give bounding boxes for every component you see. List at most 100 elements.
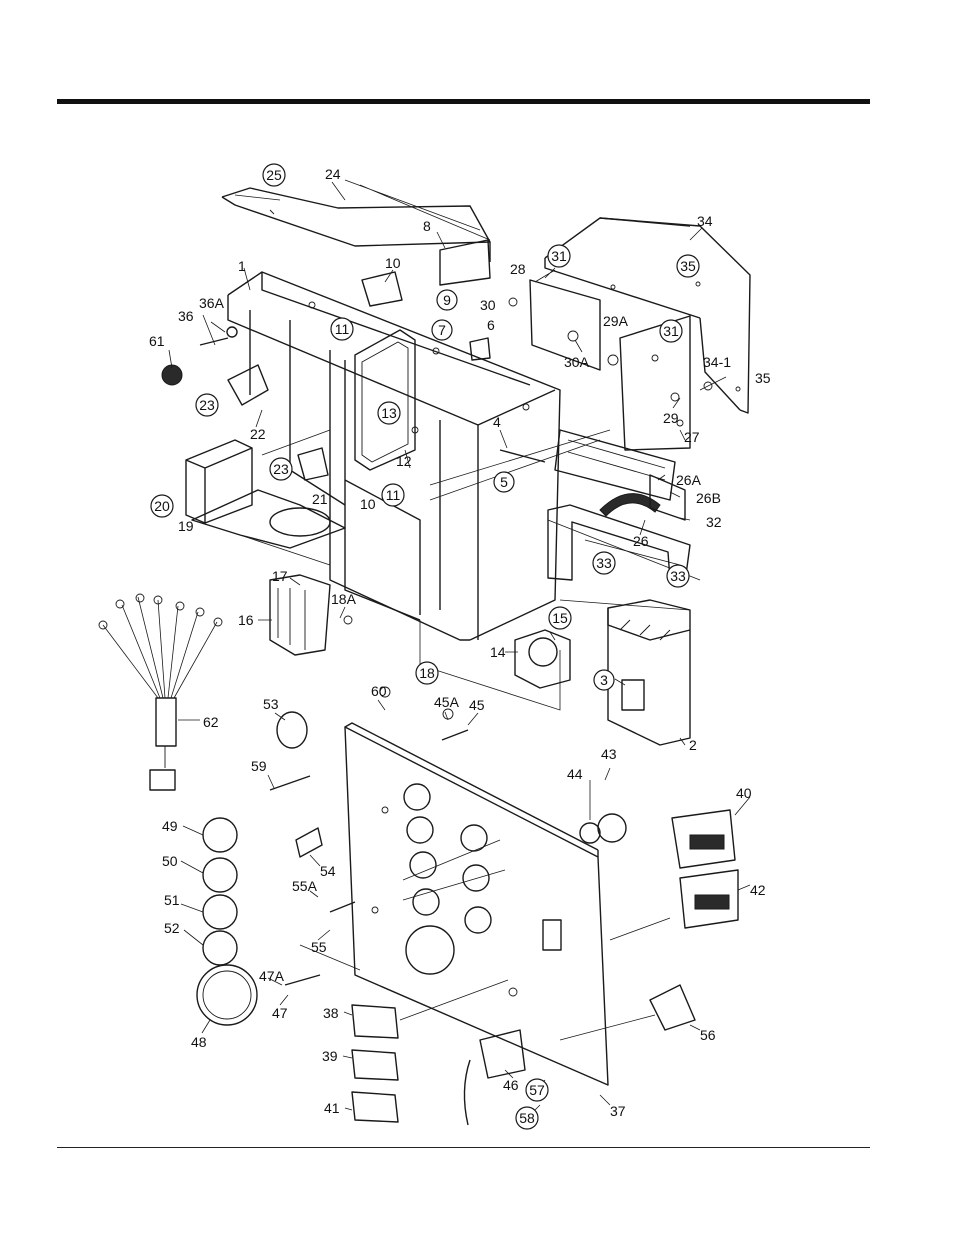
callout-label: 8 (423, 218, 431, 234)
callout-4: 4 (493, 414, 501, 430)
callout-label: 47A (259, 968, 285, 984)
callout-label: 6 (487, 317, 495, 333)
callout-45a: 45A (434, 694, 460, 710)
callout-label: 45A (434, 694, 460, 710)
callout-label: 32 (706, 514, 722, 530)
callout-31a: 31 (548, 245, 570, 267)
callout-label: 26 (633, 533, 649, 549)
callout-label: 45 (469, 697, 485, 713)
callout-label: 39 (322, 1048, 338, 1064)
callout-13: 13 (378, 402, 400, 424)
callout-label: 5 (500, 474, 508, 490)
callout-35a: 35 (677, 255, 699, 277)
callout-label: 33 (596, 555, 612, 571)
callout-39: 39 (322, 1048, 338, 1064)
callout-label: 2 (689, 737, 697, 753)
callout-label: 43 (601, 746, 617, 762)
callout-45: 45 (469, 697, 485, 713)
callout-label: 56 (700, 1027, 716, 1043)
callout-48: 48 (191, 1034, 207, 1050)
callout-30: 30 (480, 297, 496, 313)
callout-44: 44 (567, 766, 583, 782)
callout-labels: 2524834101931283536A3611763029A316130A34… (149, 164, 771, 1129)
callout-57: 57 (526, 1079, 548, 1101)
callout-label: 13 (381, 405, 397, 421)
callout-label: 16 (238, 612, 254, 628)
callout-34-1: 34-1 (703, 354, 731, 370)
callout-label: 24 (325, 166, 341, 182)
wire-harness (99, 594, 222, 790)
callout-label: 31 (663, 323, 679, 339)
callout-label: 41 (324, 1100, 340, 1116)
callout-24: 24 (325, 166, 341, 182)
callout-label: 44 (567, 766, 583, 782)
main-chassis-frame (228, 272, 560, 640)
panel-meters (352, 1005, 398, 1122)
callout-label: 46 (503, 1077, 519, 1093)
callout-27: 27 (684, 429, 700, 445)
callout-label: 9 (443, 292, 451, 308)
callout-10a: 10 (385, 255, 401, 271)
callout-19: 19 (178, 518, 194, 534)
contactor-relay (270, 575, 330, 655)
callout-label: 36A (199, 295, 225, 311)
callout-47a: 47A (259, 968, 285, 984)
callout-47: 47 (272, 1005, 288, 1021)
callout-15: 15 (549, 607, 571, 629)
callout-label: 25 (266, 167, 282, 183)
callout-29a: 29A (603, 313, 629, 329)
callout-label: 59 (251, 758, 267, 774)
callout-41: 41 (324, 1100, 340, 1116)
round-meters (197, 818, 257, 1025)
callout-46: 46 (503, 1077, 519, 1093)
callout-label: 14 (490, 644, 506, 660)
callout-label: 58 (519, 1110, 535, 1126)
callout-55a: 55A (292, 878, 318, 894)
callout-30a: 30A (564, 354, 590, 370)
callout-22: 22 (250, 426, 266, 442)
top-cover-plate (222, 188, 490, 262)
callout-label: 26A (676, 472, 702, 488)
callout-61: 61 (149, 333, 165, 349)
callout-label: 18 (419, 665, 435, 681)
callout-label: 35 (755, 370, 771, 386)
callout-label: 11 (335, 321, 350, 337)
callout-label: 47 (272, 1005, 288, 1021)
callout-21: 21 (312, 491, 328, 507)
callout-50: 50 (162, 853, 178, 869)
callout-16: 16 (238, 612, 254, 628)
callout-label: 36 (178, 308, 194, 324)
callout-label: 51 (164, 892, 180, 908)
callout-label: 35 (680, 258, 696, 274)
callout-33a: 33 (593, 552, 615, 574)
callout-label: 15 (552, 610, 568, 626)
callout-label: 30A (564, 354, 590, 370)
callout-label: 4 (493, 414, 501, 430)
callout-label: 31 (551, 248, 567, 264)
callout-51: 51 (164, 892, 180, 908)
callout-52: 52 (164, 920, 180, 936)
callout-label: 1 (238, 258, 246, 274)
callout-label: 28 (510, 261, 526, 277)
callout-label: 27 (684, 429, 700, 445)
callout-36a: 36A (199, 295, 225, 311)
callout-label: 19 (178, 518, 194, 534)
transformer-window (355, 330, 415, 470)
callout-58: 58 (516, 1107, 538, 1129)
callout-40: 40 (736, 785, 752, 801)
callout-label: 60 (371, 683, 387, 699)
callout-label: 37 (610, 1103, 626, 1119)
callout-label: 21 (312, 491, 328, 507)
callout-8: 8 (423, 218, 431, 234)
callout-26: 26 (633, 533, 649, 549)
callout-60: 60 (371, 683, 387, 699)
callout-label: 3 (600, 672, 608, 688)
callout-label: 22 (250, 426, 266, 442)
callout-17: 17 (272, 568, 288, 584)
callout-label: 57 (529, 1082, 545, 1098)
callout-26b: 26B (696, 490, 721, 506)
callout-33b: 33 (667, 565, 689, 587)
callout-11a: 11 (331, 318, 353, 340)
callout-11b: 11 (382, 484, 404, 506)
callout-label: 11 (386, 487, 401, 503)
